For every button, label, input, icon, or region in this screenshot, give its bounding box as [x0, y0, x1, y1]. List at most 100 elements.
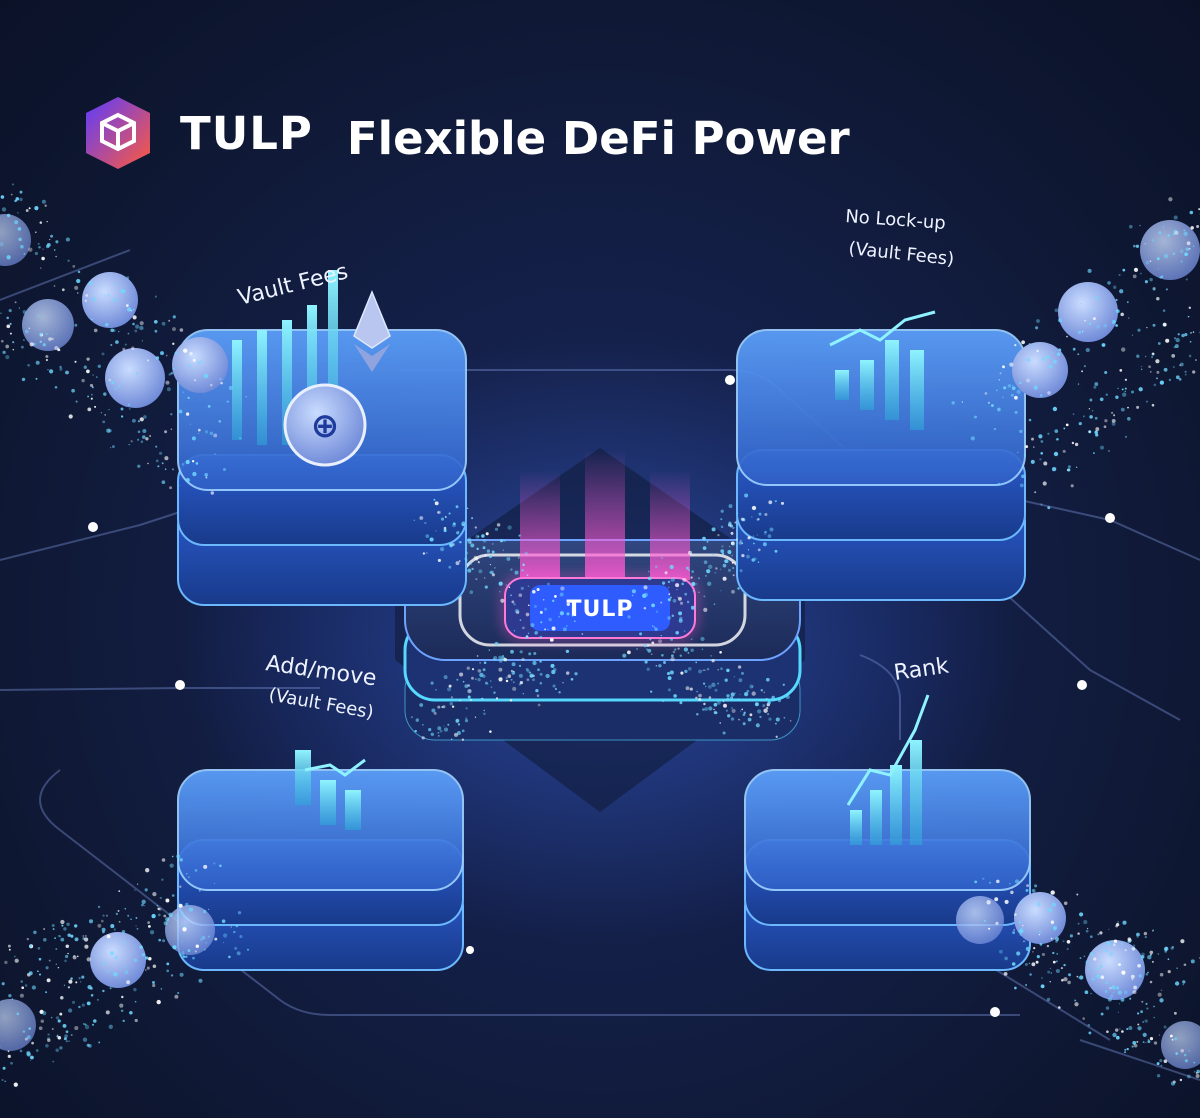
particle — [631, 589, 636, 594]
particle — [1193, 1061, 1196, 1064]
particle — [1171, 946, 1174, 948]
particle — [112, 445, 115, 448]
particle — [52, 1060, 55, 1063]
particle — [176, 854, 181, 859]
particle — [462, 680, 465, 683]
particle — [14, 958, 19, 963]
particle — [1172, 366, 1175, 368]
particle — [1147, 1040, 1151, 1044]
particle — [1052, 359, 1058, 364]
particle — [135, 324, 140, 329]
particle — [1092, 410, 1094, 412]
particle — [737, 587, 740, 590]
particle — [1149, 950, 1154, 955]
particle — [484, 554, 487, 557]
particle — [1095, 427, 1100, 432]
particle — [1014, 986, 1017, 990]
particle — [152, 981, 155, 984]
particle — [174, 994, 179, 999]
particle — [660, 634, 662, 637]
particle — [1137, 1023, 1140, 1026]
particle — [1100, 1012, 1104, 1016]
particle — [214, 453, 217, 456]
particle — [721, 545, 724, 548]
particle — [775, 722, 777, 725]
particle — [59, 1046, 63, 1050]
particle — [762, 542, 767, 547]
particle — [513, 681, 515, 683]
particle — [74, 924, 78, 928]
particle — [1144, 243, 1146, 245]
particle — [38, 1026, 43, 1031]
particle — [540, 621, 543, 624]
particle — [37, 242, 40, 245]
particle — [456, 531, 460, 535]
particle — [733, 676, 736, 678]
particle — [1115, 309, 1119, 313]
particle — [84, 1023, 87, 1026]
particle — [93, 1019, 97, 1023]
particle — [6, 324, 11, 329]
particle — [747, 717, 752, 722]
particle — [135, 372, 139, 375]
particle — [179, 367, 181, 369]
particle — [1115, 395, 1119, 399]
particle — [437, 735, 440, 737]
particle — [442, 705, 446, 709]
particle — [1034, 376, 1037, 380]
particle — [419, 703, 424, 707]
particle — [1144, 1019, 1148, 1023]
particle — [1113, 946, 1115, 948]
particle — [94, 405, 97, 408]
particle — [720, 667, 723, 670]
particle — [1157, 992, 1162, 997]
particle — [1025, 946, 1030, 951]
particle — [24, 329, 29, 334]
particle — [1170, 1081, 1176, 1086]
particle — [1196, 225, 1200, 228]
particle — [507, 525, 512, 530]
particle — [1113, 939, 1118, 943]
particle — [997, 482, 1001, 486]
particle — [706, 540, 709, 543]
particle — [677, 647, 680, 650]
particle — [222, 941, 225, 944]
particle — [1040, 394, 1043, 397]
particle — [562, 682, 564, 684]
particle — [1118, 273, 1121, 276]
particle — [471, 567, 474, 571]
particle — [77, 292, 79, 294]
particle — [751, 686, 753, 688]
particle — [757, 548, 761, 552]
particle — [1054, 308, 1059, 313]
particle — [482, 538, 487, 543]
particle — [1104, 949, 1108, 953]
particle — [19, 197, 23, 202]
particle — [1149, 260, 1152, 263]
particle — [168, 373, 171, 376]
particle — [34, 231, 37, 234]
particle — [415, 718, 420, 722]
particle — [753, 557, 757, 561]
particle — [66, 922, 70, 927]
particle — [994, 897, 999, 902]
particle — [719, 722, 721, 724]
particle — [1033, 446, 1035, 448]
particle — [695, 696, 698, 700]
particle — [518, 534, 521, 537]
particle — [67, 986, 70, 989]
particle — [1028, 418, 1032, 422]
particle — [1115, 924, 1118, 928]
particle — [1115, 1028, 1119, 1032]
particle — [531, 678, 536, 682]
particle — [89, 280, 93, 285]
particle — [1066, 939, 1071, 944]
particle — [172, 315, 176, 319]
particle — [448, 684, 452, 688]
particle — [539, 681, 543, 685]
particle — [1036, 349, 1039, 353]
particle — [1141, 1000, 1144, 1003]
particle — [76, 278, 81, 284]
particle — [1137, 963, 1141, 968]
particle — [704, 707, 709, 711]
